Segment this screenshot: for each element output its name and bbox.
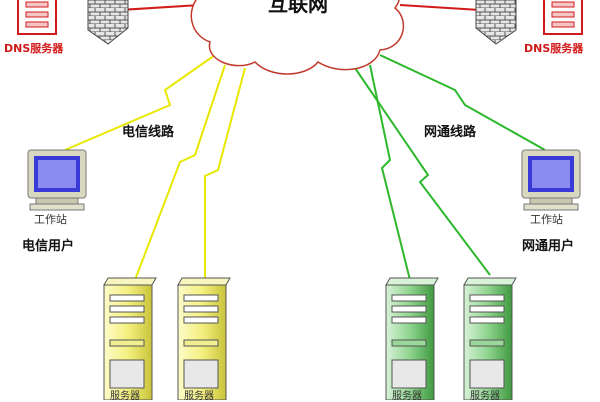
telecom-user-label: 电信用户 bbox=[22, 239, 75, 254]
firewall-right bbox=[475, 0, 517, 45]
dns-server-left bbox=[17, 0, 57, 35]
netcom-line-label: 网通线路 bbox=[424, 125, 477, 140]
server-icon-netcom-2 bbox=[463, 277, 517, 400]
server-label-telecom-2: 服务器 bbox=[184, 391, 214, 402]
dns-right-link bbox=[399, 4, 481, 11]
dns-server-right-label: DNS服务器 bbox=[524, 42, 584, 55]
netcom-user-label: 网通用户 bbox=[522, 239, 575, 254]
internet-cloud bbox=[190, 0, 405, 75]
netcom-line-server-2 bbox=[354, 67, 491, 276]
server-label-telecom-1: 服务器 bbox=[110, 391, 140, 402]
firewall-left bbox=[87, 0, 129, 45]
netcom-lines bbox=[354, 54, 546, 281]
workstation-icon-left bbox=[27, 149, 87, 211]
telecom-line-server-2 bbox=[204, 67, 246, 280]
telecom-line-server-1 bbox=[134, 64, 226, 281]
server-label-netcom-2: 服务器 bbox=[470, 391, 500, 402]
netcom-line-workstation bbox=[379, 54, 546, 151]
dns-left-link bbox=[119, 4, 201, 11]
telecom-line-workstation bbox=[64, 54, 216, 151]
dns-server-left-label: DNS服务器 bbox=[4, 42, 64, 55]
cloud-title: 互联网 bbox=[268, 0, 328, 16]
netcom-line-server-1 bbox=[369, 64, 411, 281]
workstation-left-label: 工作站 bbox=[34, 213, 67, 226]
workstation-right-label: 工作站 bbox=[530, 213, 563, 226]
telecom-lines bbox=[64, 54, 246, 281]
telecom-line-label: 电信线路 bbox=[122, 125, 175, 140]
server-icon-telecom-2 bbox=[177, 277, 231, 400]
server-icon-telecom-1 bbox=[103, 277, 157, 400]
dns-server-right bbox=[543, 0, 583, 35]
workstation-icon-right bbox=[521, 149, 581, 211]
server-label-netcom-1: 服务器 bbox=[392, 391, 422, 402]
server-icon-netcom-1 bbox=[385, 277, 439, 400]
